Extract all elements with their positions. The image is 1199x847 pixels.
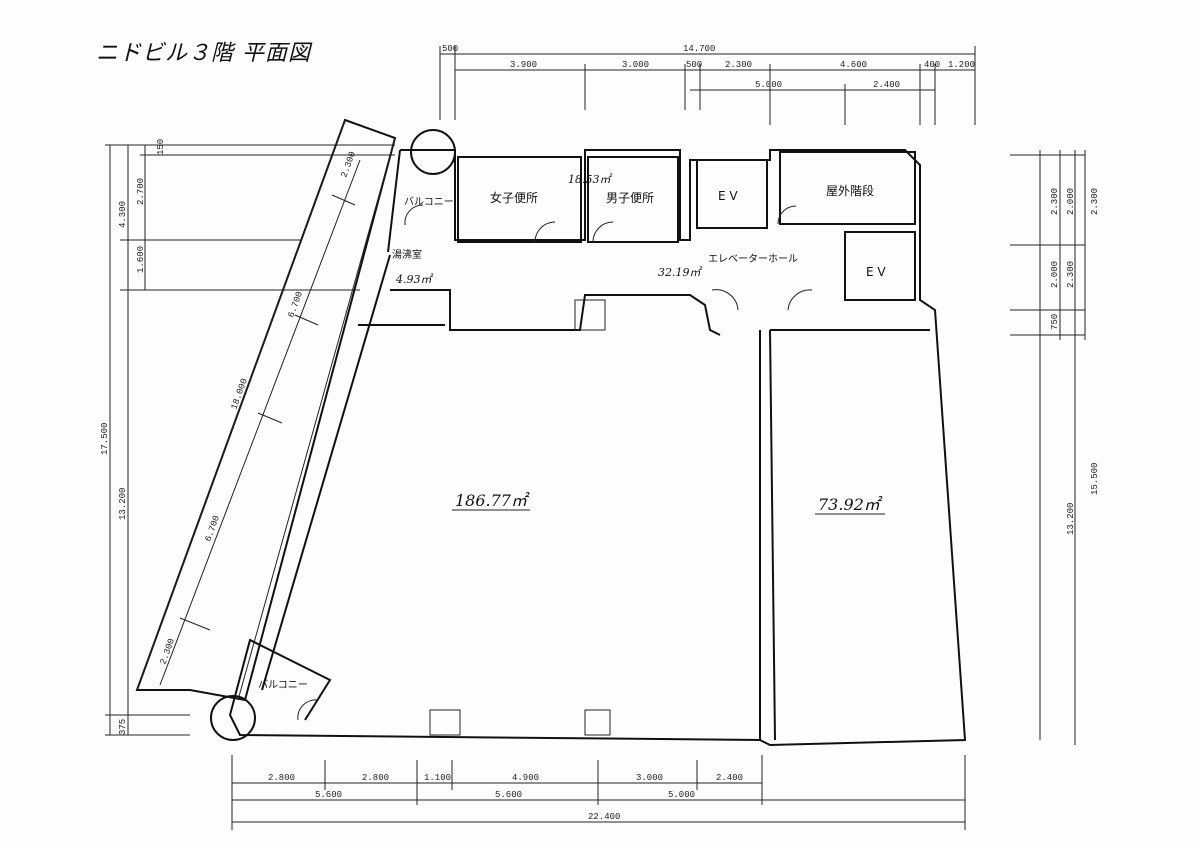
label-ev-2: E V — [866, 265, 886, 279]
room-labels: 女子便所 男子便所 E V 屋外階段 E V バルコニー 湯沸室 エレベーターホ… — [258, 183, 886, 691]
plan-title: ニドビル３階 平面図 — [96, 41, 313, 66]
label-outdoor-stairs: 屋外階段 — [826, 183, 874, 198]
dim-bottom-total: 22.400 — [588, 812, 620, 822]
dim-diag-18000: 18.000 — [229, 377, 249, 411]
dim-top-total: 14.700 — [683, 44, 715, 54]
area-labels: 18.53㎡ 4.93㎡ 32.19㎡ 186.77㎡ 73.92㎡ — [395, 173, 885, 515]
dim-bottom-2800b: 2.800 — [362, 773, 389, 783]
label-elevator-hall: エレベーターホール — [708, 253, 798, 265]
bottom-dimensions: 2.800 2.800 1.100 4.900 3.000 2.400 5.60… — [231, 755, 966, 830]
dim-top-2400: 2.400 — [873, 80, 900, 90]
dim-top-2300: 2.300 — [725, 60, 752, 70]
dim-left-1600: 1.600 — [136, 246, 146, 273]
label-balcony-bottom: バルコニー — [258, 679, 308, 691]
area-toilets: 18.53㎡ — [568, 173, 612, 186]
dim-left-13200: 13.200 — [118, 488, 128, 520]
dim-bottom-5000: 5.000 — [668, 790, 695, 800]
label-mens-toilet: 男子便所 — [606, 191, 654, 205]
dim-bottom-3000: 3.000 — [636, 773, 663, 783]
dim-right-750: 750 — [1050, 314, 1060, 330]
label-womens-toilet: 女子便所 — [490, 190, 538, 205]
dim-top-500b: 500 — [686, 60, 702, 70]
dim-top-5000: 5.000 — [755, 80, 782, 90]
dim-bottom-1100: 1.100 — [424, 773, 451, 783]
dim-left-4300: 4.300 — [118, 201, 128, 228]
dim-right-2300: 2.300 — [1050, 188, 1060, 215]
label-boiler-room: 湯沸室 — [392, 248, 422, 261]
diagonal-wall: 2.300 6.700 18.000 6.700 2.300 — [135, 118, 397, 702]
dim-right-13200: 13.200 — [1066, 503, 1076, 535]
dim-diag-6700a: 6.700 — [286, 290, 305, 319]
label-balcony-top: バルコニー — [404, 196, 454, 208]
dim-bottom-5600a: 5.600 — [315, 790, 342, 800]
left-dimensions: 150 2.700 4.300 1.600 17.500 13.200 375 — [100, 139, 395, 736]
dim-top-3000: 3.000 — [622, 60, 649, 70]
dim-right-15500: 15.500 — [1090, 463, 1100, 495]
dim-top-3900: 3.900 — [510, 60, 537, 70]
right-dimensions: 2.300 2.000 2.300 2.000 2.300 750 15.500… — [1010, 150, 1100, 745]
top-dimensions: 500 14.700 3.900 3.000 500 2.300 4.600 4… — [439, 44, 976, 125]
dim-left-150: 150 — [156, 139, 166, 155]
dim-top-4600: 4.600 — [840, 60, 867, 70]
dim-right-2000a: 2.000 — [1066, 188, 1076, 215]
dim-bottom-4900: 4.900 — [512, 773, 539, 783]
building-walls — [210, 129, 967, 747]
area-east-room: 73.92㎡ — [818, 495, 883, 514]
area-main-room: 186.77㎡ — [455, 491, 530, 510]
dim-right-2300b: 2.300 — [1090, 188, 1100, 215]
area-boiler: 4.93㎡ — [395, 273, 433, 286]
area-hall: 32.19㎡ — [658, 266, 702, 279]
dim-right-2000b: 2.000 — [1050, 261, 1060, 288]
dim-left-17500: 17.500 — [100, 423, 110, 455]
dim-left-375: 375 — [118, 719, 128, 735]
label-ev-1: E V — [718, 189, 738, 203]
dim-right-2300c: 2.300 — [1066, 261, 1076, 288]
dim-top-1200: 1.200 — [948, 60, 975, 70]
dim-diag-2300b: 2.300 — [158, 637, 177, 666]
dim-bottom-2800a: 2.800 — [268, 773, 295, 783]
dim-bottom-5600b: 5.600 — [495, 790, 522, 800]
dim-bottom-2400: 2.400 — [716, 773, 743, 783]
dim-top-400: 400 — [924, 60, 940, 70]
dim-left-2700: 2.700 — [136, 178, 146, 205]
dim-top-500a: 500 — [442, 44, 458, 54]
